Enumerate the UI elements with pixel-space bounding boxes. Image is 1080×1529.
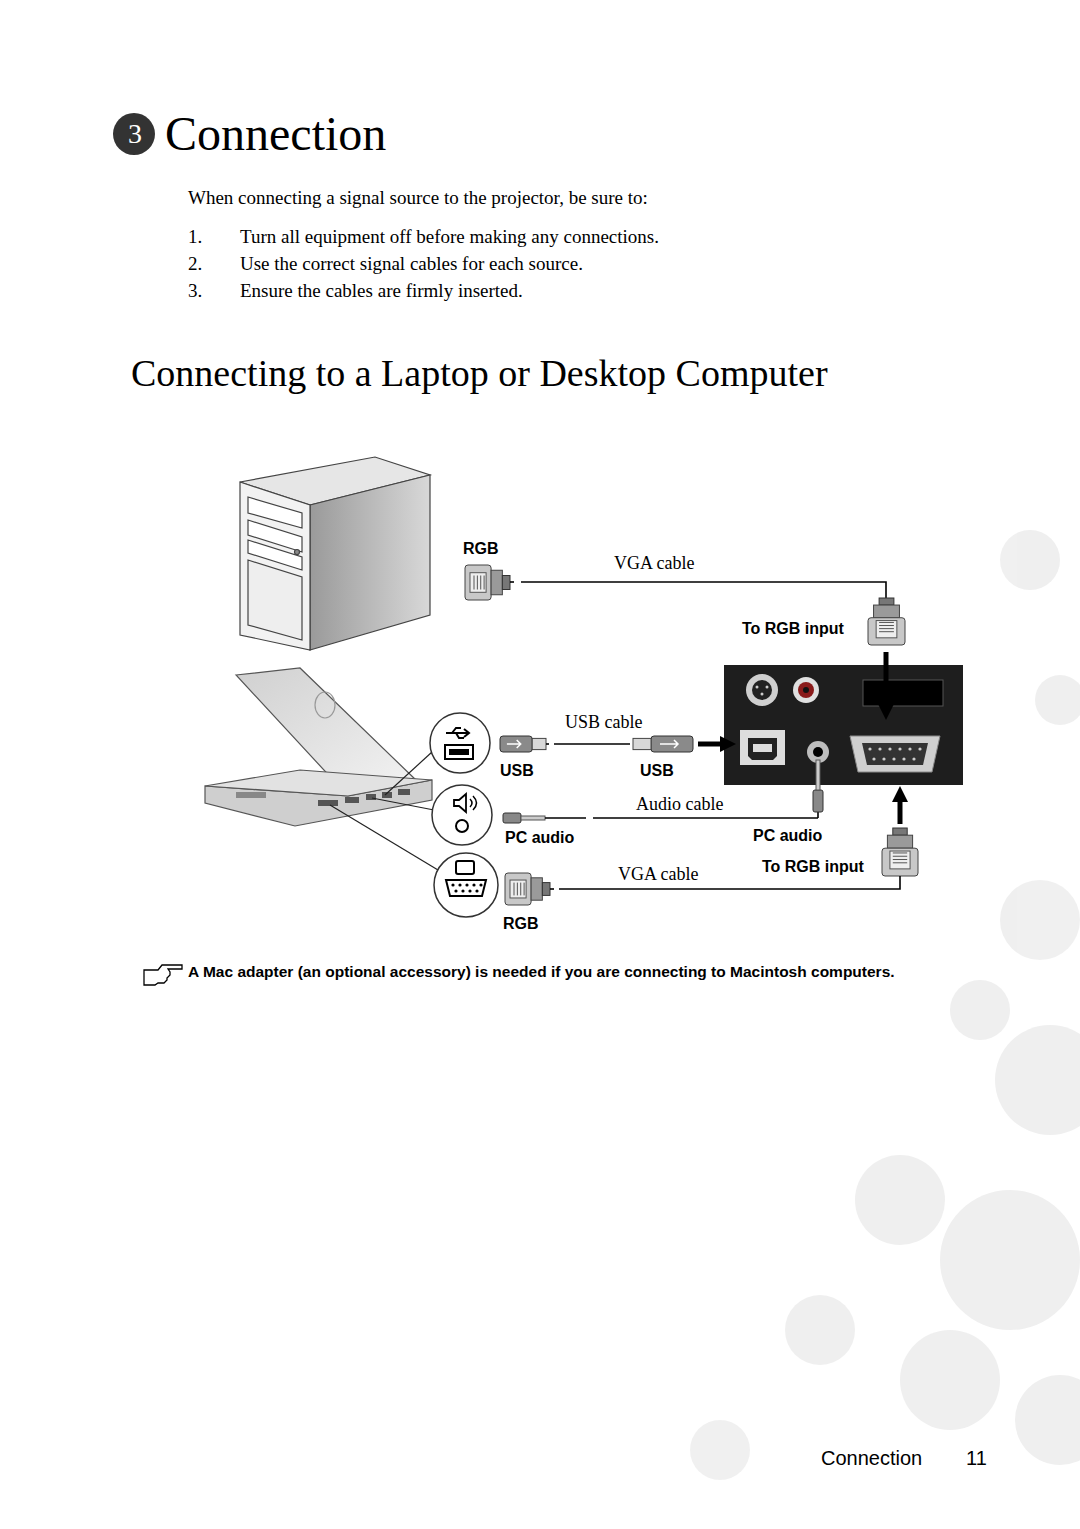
connector-label: PC audio: [505, 829, 598, 847]
section-heading: Connecting to a Laptop or Desktop Comput…: [131, 350, 828, 396]
connector-label: PC audio: [753, 827, 844, 845]
audio-port-icon: [432, 785, 492, 845]
connector-label: To RGB input: [742, 620, 920, 638]
list-number: 3.: [188, 279, 202, 302]
cable: [593, 817, 750, 819]
list-item: Use the correct signal cables for each s…: [240, 252, 583, 275]
usb-port-icon: [430, 713, 490, 773]
rgb-input-plug: To RGB input: [758, 826, 928, 882]
rgb-input-plug: To RGB input: [738, 598, 916, 646]
cable-label: VGA cable: [616, 864, 700, 885]
note-icon: [144, 965, 182, 985]
chapter-title: Connection: [165, 106, 386, 162]
connector-label: USB: [500, 762, 557, 780]
connector-label: 3: [113, 113, 157, 155]
rgb-plug: RGB: [458, 538, 521, 602]
cable-label: VGA cable: [612, 553, 696, 574]
cable: [554, 743, 630, 745]
connector-label: To RGB input: [762, 858, 932, 876]
rgb-plug: RGB: [500, 868, 559, 934]
cable: [521, 582, 886, 598]
connector-label: RGB: [503, 915, 562, 933]
connector-label: RGB: [463, 540, 526, 558]
list-number: 1.: [188, 225, 202, 248]
desktop-tower: [240, 457, 430, 650]
vga-port-icon: [434, 853, 498, 917]
list-item: Ensure the cables are firmly inserted.: [240, 279, 523, 302]
usb-plug: USB: [630, 732, 708, 781]
insert-arrows: [698, 652, 900, 824]
list-number: 2.: [188, 252, 202, 275]
list-item: Turn all equipment off before making any…: [240, 225, 659, 248]
audio-plug: PC audio: [750, 756, 841, 846]
intro-text: When connecting a signal source to the p…: [188, 186, 648, 209]
usb-plug: USB: [497, 732, 554, 781]
note-text: A Mac adapter (an optional accessory) is…: [188, 962, 988, 981]
cable-label: USB cable: [563, 712, 644, 733]
connector-label: USB: [640, 762, 718, 780]
projector-panel: [724, 665, 963, 785]
port-leaders: [330, 752, 438, 870]
laptop: [205, 668, 432, 826]
audio-plug: PC audio: [500, 808, 593, 848]
background-bubbles: [690, 530, 1080, 1480]
footer-section: Connection: [821, 1446, 922, 1470]
cable-label: Audio cable: [634, 794, 725, 815]
chapter-number: 3: [113, 113, 157, 156]
page-number: 11: [966, 1446, 987, 1470]
cable: [559, 882, 900, 889]
